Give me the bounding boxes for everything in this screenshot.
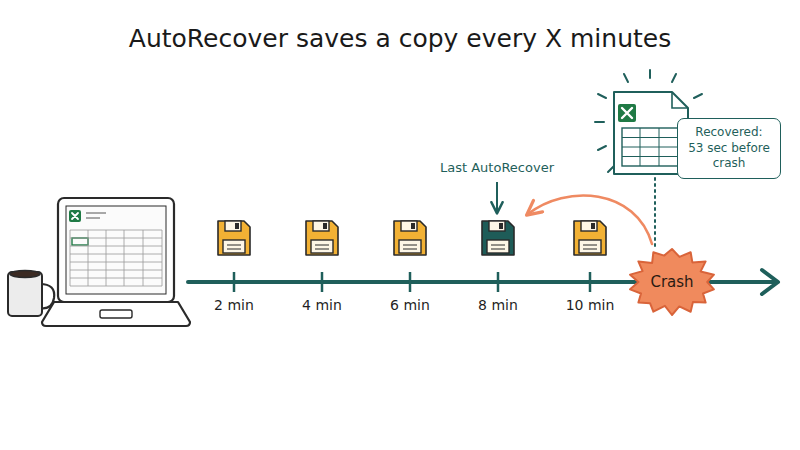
time-label: 10 min bbox=[566, 297, 615, 313]
recover-arrow bbox=[528, 195, 652, 244]
laptop bbox=[42, 198, 190, 326]
pointer-arrow bbox=[496, 182, 498, 212]
time-label: 6 min bbox=[390, 297, 430, 313]
crash-starburst: Crash bbox=[629, 249, 715, 315]
diagram-title: AutoRecover saves a copy every X minutes bbox=[129, 24, 671, 53]
callout-label: Last AutoRecover bbox=[440, 160, 554, 175]
callout-text: Recovered: 53 sec before crash bbox=[686, 125, 772, 172]
time-label: 4 min bbox=[302, 297, 342, 313]
time-label: 2 min bbox=[214, 297, 254, 313]
autorecover-saves bbox=[218, 221, 606, 255]
dotted-link bbox=[654, 178, 656, 246]
time-label: 8 min bbox=[478, 297, 518, 313]
callout-box: Recovered: 53 sec before crash bbox=[677, 118, 781, 179]
crash-text: Crash bbox=[650, 273, 693, 291]
coffee-mug bbox=[8, 271, 54, 317]
timeline bbox=[188, 270, 778, 294]
starburst-outline bbox=[630, 249, 714, 315]
